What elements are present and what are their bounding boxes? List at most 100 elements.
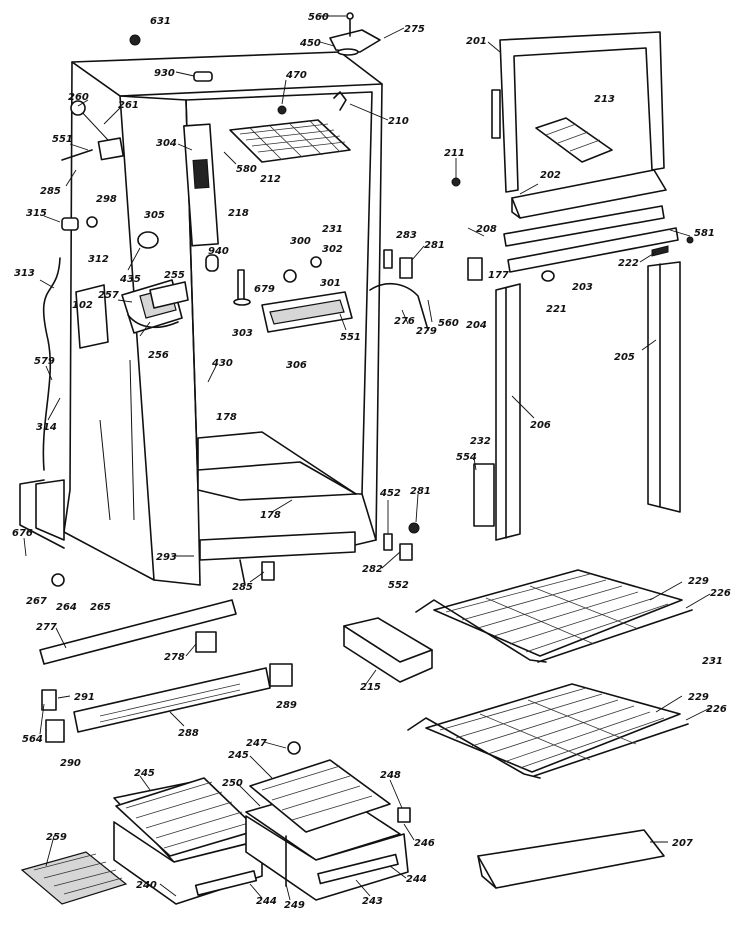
door-bar-202 bbox=[511, 169, 667, 219]
grille-259 bbox=[20, 851, 128, 905]
label-255: 255 bbox=[164, 270, 185, 281]
label-301: 301 bbox=[320, 278, 341, 289]
label-260: 260 bbox=[68, 92, 89, 103]
label-256: 256 bbox=[148, 350, 169, 361]
label-240: 240 bbox=[136, 880, 157, 891]
label-229: 229 bbox=[688, 576, 709, 587]
label-226b: 226 bbox=[706, 704, 727, 715]
label-278: 278 bbox=[164, 652, 185, 663]
label-554: 554 bbox=[456, 452, 477, 463]
label-210: 210 bbox=[388, 116, 409, 127]
label-631: 631 bbox=[150, 16, 171, 27]
label-204: 204 bbox=[466, 320, 487, 331]
label-312: 312 bbox=[88, 254, 109, 265]
label-470: 470 bbox=[285, 70, 307, 81]
label-213: 213 bbox=[594, 94, 615, 105]
leader-lines bbox=[23, 15, 711, 901]
label-279: 279 bbox=[416, 326, 437, 337]
label-305: 305 bbox=[144, 210, 165, 221]
label-277: 277 bbox=[36, 622, 57, 633]
label-679: 679 bbox=[254, 284, 275, 295]
label-579: 579 bbox=[34, 356, 55, 367]
label-259: 259 bbox=[46, 832, 67, 843]
door-strip-203 bbox=[507, 227, 679, 273]
label-551: 551 bbox=[52, 134, 73, 145]
label-281b: 281 bbox=[410, 486, 431, 497]
label-288: 288 bbox=[178, 728, 199, 739]
label-276: 276 bbox=[394, 316, 415, 327]
label-248: 248 bbox=[380, 770, 401, 781]
top-components bbox=[129, 12, 381, 115]
label-293: 293 bbox=[156, 552, 177, 563]
label-580: 580 bbox=[236, 164, 257, 175]
door-frame-201 bbox=[491, 31, 665, 193]
label-304: 304 bbox=[156, 138, 177, 149]
label-250: 250 bbox=[222, 778, 243, 789]
label-940: 940 bbox=[208, 246, 229, 257]
label-231b: 231 bbox=[702, 656, 723, 667]
dish-215 bbox=[343, 617, 433, 683]
label-102: 102 bbox=[72, 300, 93, 311]
label-282: 282 bbox=[362, 564, 383, 575]
rail-277 bbox=[39, 599, 237, 665]
label-202: 202 bbox=[540, 170, 561, 181]
left-parts bbox=[19, 100, 125, 587]
label-289: 289 bbox=[276, 700, 297, 711]
label-285b: 285 bbox=[232, 582, 253, 593]
label-450: 450 bbox=[299, 38, 321, 49]
label-300: 300 bbox=[290, 236, 311, 247]
label-564: 564 bbox=[22, 734, 43, 745]
label-243: 243 bbox=[362, 896, 383, 907]
label-218: 218 bbox=[228, 208, 249, 219]
label-229b: 229 bbox=[688, 692, 709, 703]
label-275: 275 bbox=[404, 24, 425, 35]
freezer-shelf-212 bbox=[229, 119, 351, 163]
label-245b: 245 bbox=[228, 750, 249, 761]
label-560: 560 bbox=[308, 12, 329, 23]
door-bin-207 bbox=[477, 829, 665, 889]
label-452: 452 bbox=[379, 488, 401, 499]
part-labels: 631 560 275 450 201 930 470 213 260 261 … bbox=[12, 12, 731, 911]
label-178: 178 bbox=[216, 412, 237, 423]
label-226: 226 bbox=[710, 588, 731, 599]
label-298: 298 bbox=[96, 194, 117, 205]
label-285: 285 bbox=[40, 186, 61, 197]
shelf-229-upper bbox=[415, 569, 693, 663]
label-313: 313 bbox=[14, 268, 35, 279]
label-430: 430 bbox=[211, 358, 233, 369]
label-435: 435 bbox=[119, 274, 141, 285]
label-261: 261 bbox=[118, 100, 139, 111]
label-232: 232 bbox=[470, 436, 491, 447]
label-264: 264 bbox=[56, 602, 77, 613]
label-315: 315 bbox=[26, 208, 47, 219]
label-221: 221 bbox=[546, 304, 567, 315]
label-247: 247 bbox=[246, 738, 267, 749]
label-267: 267 bbox=[26, 596, 47, 607]
control-housing-306 bbox=[261, 256, 353, 333]
label-283: 283 bbox=[396, 230, 417, 241]
label-244: 244 bbox=[406, 874, 427, 885]
label-178b: 178 bbox=[260, 510, 281, 521]
label-306: 306 bbox=[286, 360, 307, 371]
label-257: 257 bbox=[98, 290, 119, 301]
label-208: 208 bbox=[476, 224, 497, 235]
door-strip-208 bbox=[503, 205, 665, 247]
label-212: 212 bbox=[260, 174, 281, 185]
label-560b: 560 bbox=[438, 318, 459, 329]
label-551b: 551 bbox=[340, 332, 361, 343]
label-246: 246 bbox=[414, 838, 435, 849]
label-231: 231 bbox=[322, 224, 343, 235]
ice-tray-213 bbox=[535, 117, 613, 163]
label-205: 205 bbox=[614, 352, 635, 363]
label-302: 302 bbox=[322, 244, 343, 255]
label-201: 201 bbox=[466, 36, 487, 47]
door-side-205 bbox=[647, 261, 681, 513]
label-244b: 244 bbox=[256, 896, 277, 907]
door-parts-small bbox=[451, 177, 694, 527]
label-314: 314 bbox=[36, 422, 57, 433]
cover-245-right bbox=[249, 759, 391, 833]
label-303: 303 bbox=[232, 328, 253, 339]
shelf-229-lower bbox=[407, 683, 689, 779]
cabinet-shell bbox=[63, 51, 383, 586]
